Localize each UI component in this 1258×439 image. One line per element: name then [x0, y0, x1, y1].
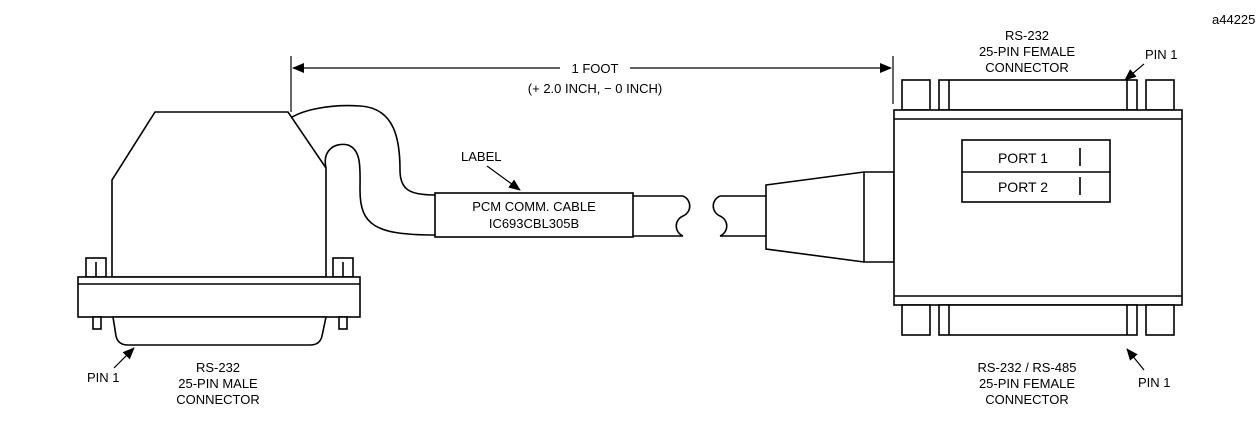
cable-break-left: [675, 195, 691, 237]
tolerance-suffix: 0 INCH): [615, 81, 662, 96]
cable: [287, 104, 766, 237]
cable-label: PCM COMM. CABLE IC693CBL305B LABEL: [434, 149, 634, 238]
figure-id: a44225: [1212, 12, 1255, 27]
male-pin-label: PIN 1: [87, 370, 120, 385]
port-switch-panel: [961, 139, 1111, 203]
port2-label: PORT 2: [998, 179, 1048, 195]
top-connector-line1: RS-232: [1005, 28, 1049, 43]
bottom-connector-labels: RS-232 / RS-485 25-PIN FEMALE CONNECTOR …: [978, 348, 1171, 407]
top-pin-label: PIN 1: [1145, 47, 1178, 62]
cable-inner-lower: [324, 143, 436, 236]
male-connector-line1: RS-232: [196, 360, 240, 375]
top-left-standoff: [901, 79, 931, 111]
bottom-female-shell: [938, 304, 1138, 336]
male-connector-line3: CONNECTOR: [176, 392, 260, 407]
cable-break-right: [712, 195, 728, 237]
cable-label-line2: IC693CBL305B: [489, 216, 579, 231]
bottom-connector-line3: CONNECTOR: [985, 392, 1069, 407]
tolerance-prefix: (+ 2.0 INCH,: [528, 81, 601, 96]
tolerance-minus: −: [604, 81, 612, 96]
top-connector-labels: RS-232 25-PIN FEMALE CONNECTOR PIN 1: [979, 28, 1178, 81]
bottom-pin-arrow: [1126, 348, 1145, 371]
male-connector-line2: 25-PIN MALE: [178, 376, 258, 391]
dimension-tolerance: (+ 2.0 INCH, − 0 INCH): [528, 81, 662, 96]
bottom-connector-line2: 25-PIN FEMALE: [979, 376, 1075, 391]
male-connector-flange: [77, 276, 361, 318]
male-right-nub: [338, 316, 348, 330]
top-female-shell: [938, 79, 1138, 111]
label-pointer-arrow: [486, 165, 521, 191]
cable-label-line1: PCM COMM. CABLE: [472, 199, 596, 214]
port1-label: PORT 1: [998, 150, 1048, 166]
male-dsub-shell: [112, 316, 327, 346]
cable-label-sleeve: [434, 192, 634, 238]
bottom-left-standoff: [901, 304, 931, 336]
strain-relief-boot: [765, 171, 895, 263]
label-pointer-text: LABEL: [461, 149, 501, 164]
top-connector-line2: 25-PIN FEMALE: [979, 44, 1075, 59]
male-connector: PIN 1 RS-232 25-PIN MALE CONNECTOR: [77, 111, 361, 407]
male-pin-arrow: [113, 347, 135, 369]
dimension-length: 1 FOOT: [572, 61, 619, 76]
adapter-housing: PORT 1 PORT 2: [893, 79, 1183, 336]
top-right-standoff: [1145, 79, 1175, 111]
cable-outer-upper: [287, 104, 436, 196]
bottom-right-standoff: [1145, 304, 1175, 336]
dimension-line: 1 FOOT (+ 2.0 INCH, − 0 INCH): [290, 56, 894, 112]
male-left-nub: [92, 316, 102, 330]
bottom-pin-label: PIN 1: [1138, 375, 1171, 390]
top-pin-arrow: [1124, 63, 1145, 81]
top-connector-line3: CONNECTOR: [985, 60, 1069, 75]
male-connector-hood: [111, 111, 327, 278]
bottom-connector-line1: RS-232 / RS-485: [978, 360, 1077, 375]
